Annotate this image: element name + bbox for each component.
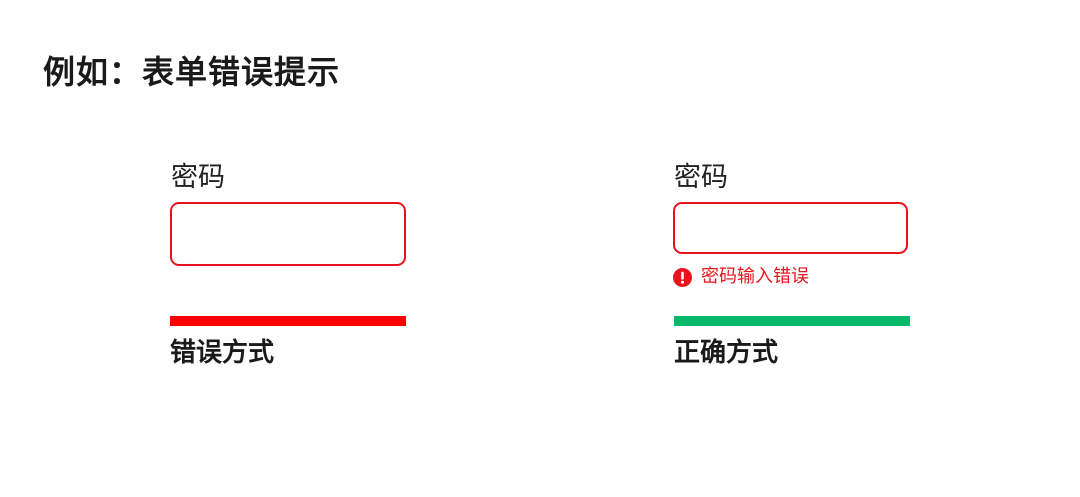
password-input[interactable] [673, 202, 908, 254]
correct-verdict-label: 正确方式 [674, 338, 779, 368]
error-message: 密码输入错误 [673, 264, 913, 290]
correct-indicator-bar [674, 316, 910, 326]
password-label: 密码 [171, 162, 225, 193]
exclamation-circle-icon [673, 267, 692, 287]
page-title: 例如：表单错误提示 [43, 53, 341, 91]
correct-example: 密码 密码输入错误 正确方式 [673, 158, 913, 368]
password-label: 密码 [674, 162, 728, 193]
wrong-verdict-label: 错误方式 [170, 338, 275, 368]
wrong-indicator-bar [170, 316, 406, 326]
wrong-example: 密码 错误方式 [170, 158, 410, 368]
error-message-text: 密码输入错误 [701, 266, 809, 287]
password-input[interactable] [170, 202, 406, 266]
